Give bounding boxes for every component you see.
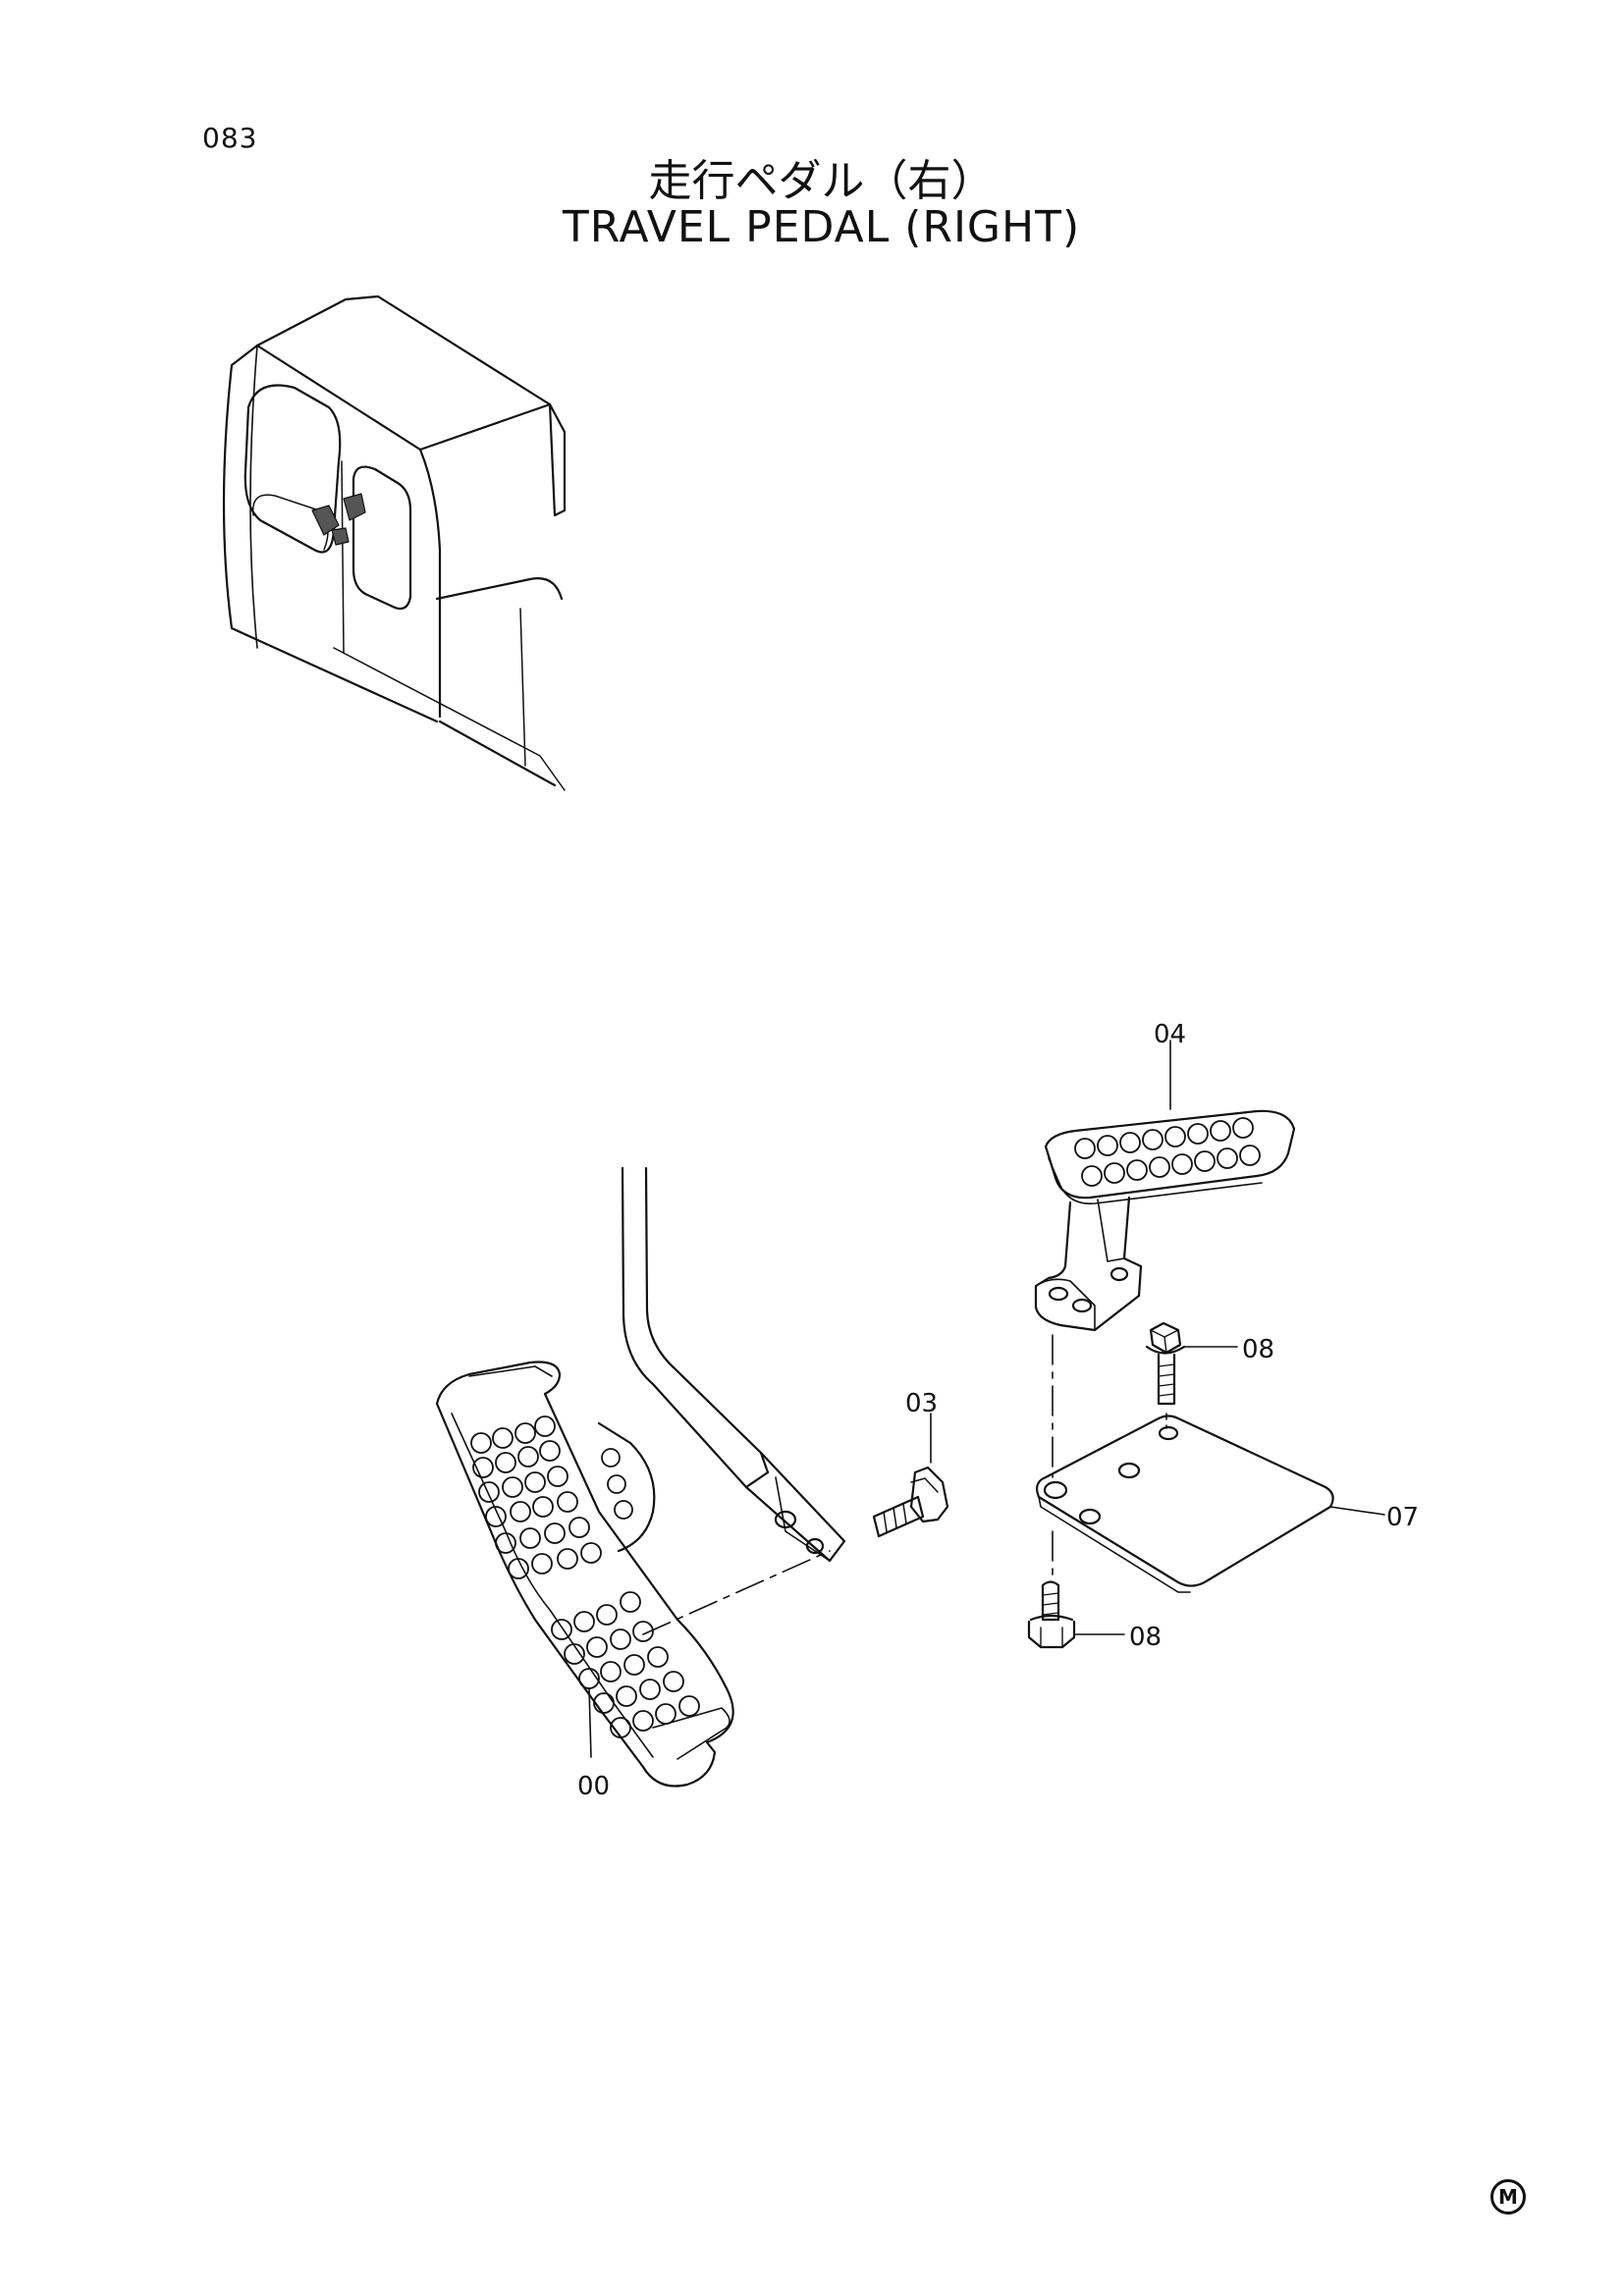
title-japanese: 走行ペダル（右）	[648, 156, 995, 206]
pedal-lever	[621, 1166, 846, 1563]
pedal-00	[435, 1361, 831, 1788]
page-number: 083	[202, 122, 258, 154]
trademark-mark: M	[1490, 2179, 1526, 2215]
pedal-04	[1034, 1040, 1296, 1332]
plate-07	[1036, 1334, 1385, 1593]
callout-03: 03	[905, 1389, 938, 1418]
bolt-08-upper	[1145, 1321, 1238, 1429]
pedal-00-tread-studs	[470, 1415, 700, 1738]
callout-08-upper: 08	[1242, 1335, 1274, 1364]
callout-00: 00	[577, 1772, 610, 1801]
cab-overview	[222, 294, 567, 791]
title-english: TRAVEL PEDAL (RIGHT)	[562, 202, 1081, 252]
callout-07: 07	[1386, 1503, 1419, 1532]
bolt-03	[872, 1413, 949, 1538]
callout-08-lower: 08	[1129, 1623, 1162, 1652]
callout-04: 04	[1154, 1020, 1186, 1049]
leader-00	[588, 1687, 592, 1758]
bolt-08-lower	[1027, 1580, 1125, 1649]
pedal-04-tread-studs	[1074, 1117, 1261, 1187]
